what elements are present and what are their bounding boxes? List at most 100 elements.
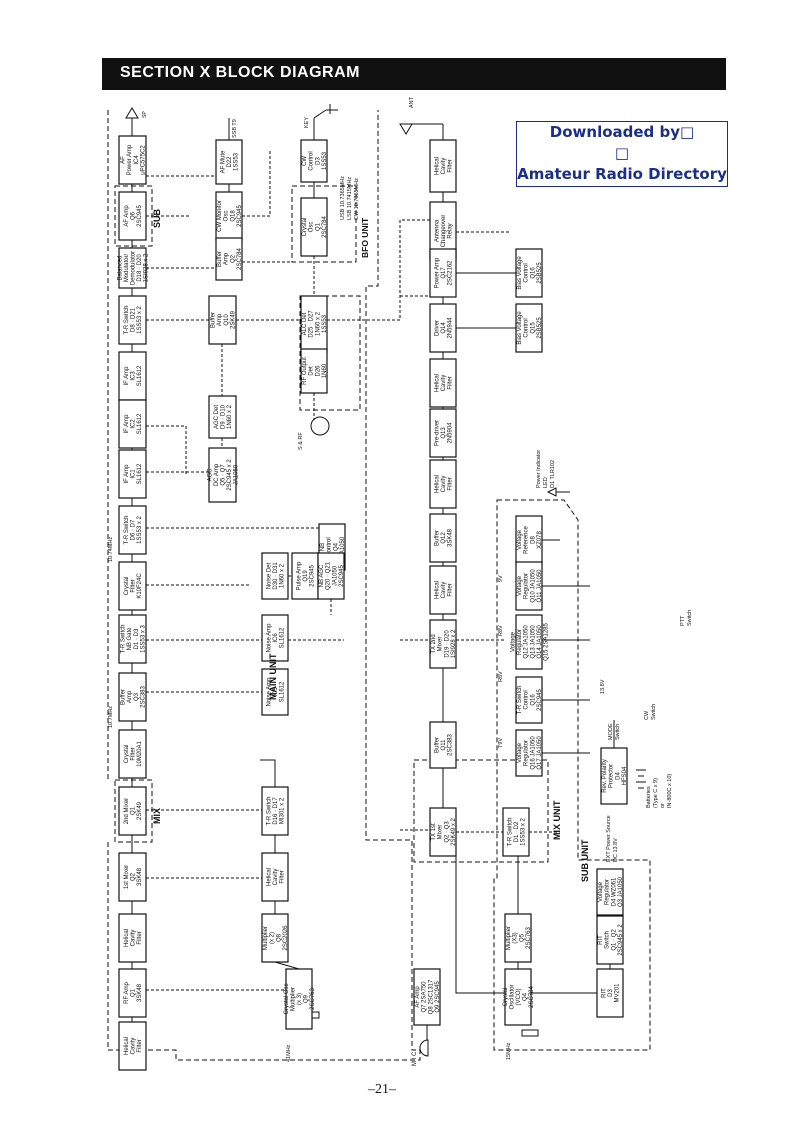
block-label: CrystalFilterK10F24C	[124, 573, 143, 599]
block-b19: CW MonitorOscQ182SC945	[215, 191, 243, 241]
block-frame	[118, 191, 147, 241]
block-label-line: D1 · D2	[514, 821, 520, 842]
block-label: HelicalCavityFilter	[434, 581, 453, 599]
block-label-line: Pre-driver	[434, 420, 440, 446]
block-label-line: Helical	[434, 157, 440, 175]
watermark-line-1: Downloaded by□	[549, 123, 695, 141]
block-frame	[118, 672, 147, 722]
block-frame	[118, 729, 147, 779]
block-label-line: Q4	[523, 992, 529, 1001]
block-label: Noise AmpIC5SL1612	[266, 677, 285, 707]
block-label-line: Filter	[448, 477, 454, 490]
block-b05: IF AmpIC3SL1612	[118, 351, 147, 401]
block-label: AGC DetD9 · D101N60 x 2	[214, 404, 233, 429]
label-ptt-switch: PTT	[680, 615, 686, 626]
block-label: IF AmpIC1SL1612	[124, 463, 143, 484]
block-label-line: Control	[327, 537, 333, 556]
led-symbol	[546, 487, 570, 497]
block-label-line: Q3	[134, 692, 140, 701]
block-label-line: Amp	[224, 252, 230, 265]
block-label-line: 2SC945	[137, 204, 143, 226]
block-label-line: Regulator	[524, 740, 530, 766]
block-b61: CrystalOscillator(VCO)Q42SC784	[503, 968, 535, 1026]
block-frame	[118, 135, 147, 185]
block-frame	[261, 913, 289, 963]
block-b36: ALC DetD25 · D271N60 x 21SS53	[300, 295, 328, 353]
block-label-line: Osc	[309, 222, 315, 233]
block-label-line: MI301 x 2	[280, 797, 286, 824]
label-r8v-2: R8V	[498, 671, 504, 682]
label-batteries: or	[660, 803, 666, 808]
block-label: Bias VoltageControlQ152SB525	[517, 311, 543, 345]
block-label: VoltageRegulatorD4 WZ061Q3 JA1050	[598, 876, 624, 907]
label-batteries: (Type C x 9)	[653, 778, 659, 808]
label-ext-power: DC 13.8V	[613, 838, 619, 862]
block-label: VoltageRegulatorQ12 JA1050Q13 JA1050Q14 …	[511, 622, 550, 660]
block-b50: T-R SwitchD1 · D21SS53 x 2	[502, 807, 530, 857]
block-label-line: Det	[309, 366, 315, 376]
block-label: BufferAmpQ102SK49	[211, 310, 237, 329]
block-label-line: T-R Switch	[124, 515, 130, 544]
block-label-line: Modulator/	[124, 253, 130, 282]
block-frame	[300, 139, 328, 183]
block-b53: VoltageReferenceD8XZ078	[515, 515, 543, 565]
block-label-line: Q11 JA1050	[537, 569, 543, 603]
block-label-line: Bias Voltage	[517, 311, 523, 345]
block-label-line: IC1	[131, 469, 137, 479]
block-label-line: 1SS53 x 2	[521, 817, 527, 845]
block-label-line: Q13	[441, 427, 447, 439]
block-label-line: K10F24C	[137, 573, 143, 599]
block-label-line: Q8	[276, 933, 282, 942]
block-label: BufferQ112SC383	[434, 733, 453, 755]
block-label-line: XZ078	[537, 531, 543, 549]
block-frame	[429, 459, 457, 509]
block-label: ALC DetD25 · D271N60 x 21SS53	[302, 310, 328, 338]
block-label-line: D8 · D21	[131, 307, 137, 332]
block-label-line: IC5	[273, 687, 279, 697]
block-label-line: (X3)	[513, 932, 519, 943]
block-label-line: AF	[121, 156, 127, 164]
block-frame	[118, 399, 147, 449]
unit-outline	[291, 185, 357, 263]
block-b26: Pulse AmpQ192SC945	[291, 552, 319, 600]
unit-outline	[413, 759, 549, 863]
block-frame	[118, 786, 147, 836]
block-b64: RITD3MV201	[596, 968, 624, 1018]
block-label-line: Multiplier	[290, 987, 296, 1011]
block-frame	[118, 561, 147, 611]
block-frame	[504, 968, 532, 1026]
block-label: VoltageReferenceD8XZ078	[517, 525, 543, 553]
block-label-line: Multiplier	[263, 926, 269, 950]
block-label-line: Filter	[131, 579, 137, 592]
block-b16: RF AmpQ13SK48	[118, 968, 147, 1018]
block-label-line: Filter	[448, 376, 454, 389]
block-b37: RF OutputDetD261N60	[300, 348, 328, 394]
block-label-line: Relay	[448, 223, 454, 238]
block-label-line: Q15	[530, 322, 536, 334]
block-b58: Rev. PolarityProtectorD4HFS04	[600, 747, 628, 805]
block-label-line: D9 · D10	[221, 404, 227, 429]
block-label-line: Cavity	[441, 158, 447, 175]
block-label-line: Mixer	[438, 825, 444, 840]
block-label-line: Buffer	[434, 530, 440, 546]
block-label-line: NB	[320, 543, 326, 551]
block-label-line: Q16	[530, 267, 536, 279]
block-frame	[429, 807, 457, 857]
block-b33: Crystal OscMultiplier(x 3)Q92SC763	[284, 968, 316, 1030]
block-b06: IF AmpIC2SL1612	[118, 399, 147, 449]
block-label-line: Amp	[127, 690, 133, 703]
block-frame	[215, 191, 243, 241]
block-label-line: Q12 JA1050	[524, 625, 530, 659]
block-label-line: DC Amp	[214, 463, 220, 486]
download-watermark: Downloaded by□ □ Amateur Radio Directory	[516, 121, 728, 187]
block-label-line: 3SK48	[137, 983, 143, 1002]
block-label-line: 1N60 x 2	[315, 311, 321, 336]
block-label-line: Q7 2SA750	[422, 981, 428, 1013]
block-frame	[300, 348, 328, 394]
label-freq-10-7mhz: 10.7MHz	[108, 706, 114, 728]
block-label-line: Q11	[441, 739, 447, 751]
block-label-line: Filter	[448, 583, 454, 596]
block-label-line: CW	[302, 156, 308, 166]
label-mix-unit: MIX UNIT	[552, 800, 562, 840]
unit-outline	[107, 110, 421, 1061]
